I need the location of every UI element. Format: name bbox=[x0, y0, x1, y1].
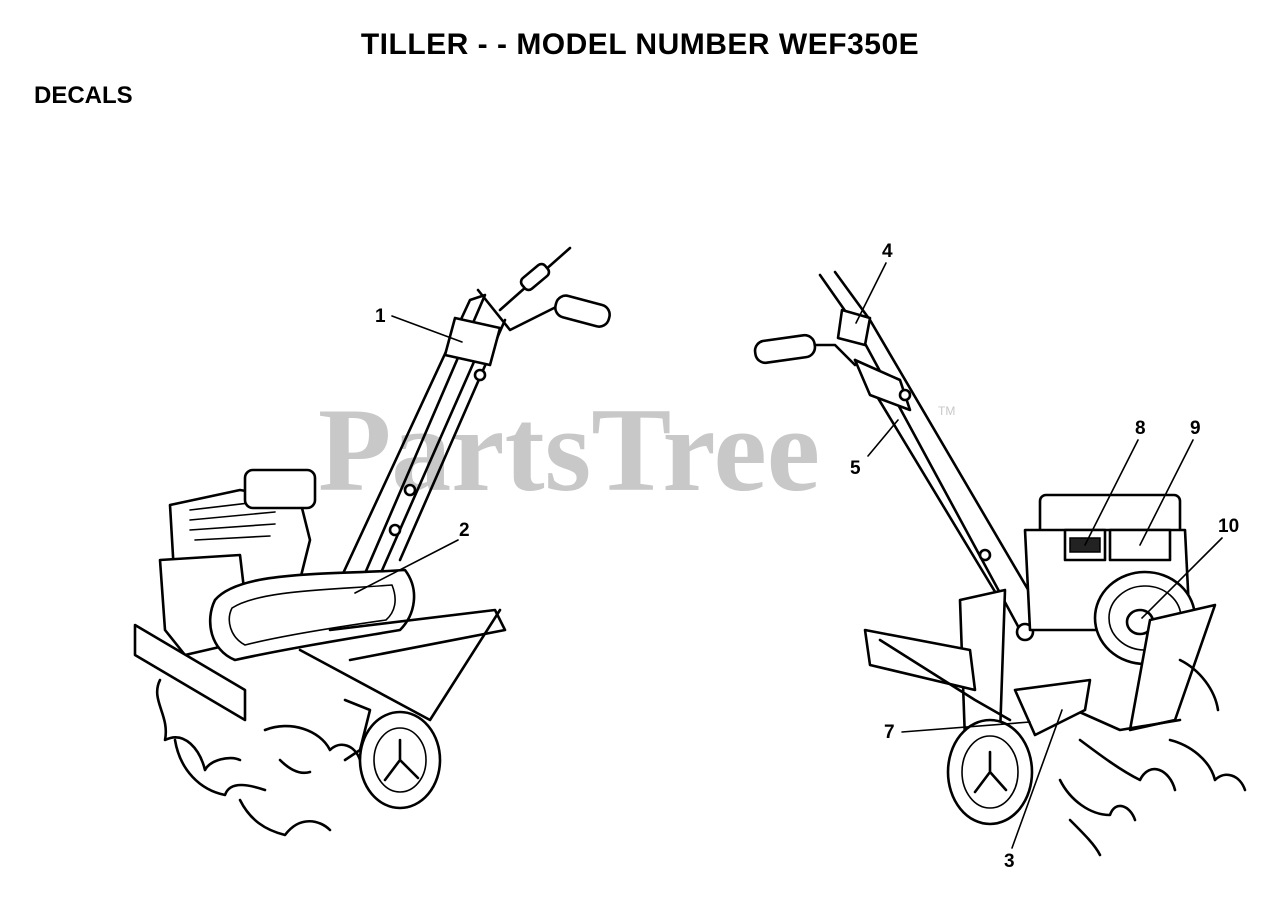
svg-text:1: 1 bbox=[375, 306, 386, 327]
callout-2: 2 bbox=[354, 520, 470, 594]
callout-1: 1 bbox=[375, 306, 463, 343]
svg-text:9: 9 bbox=[1190, 418, 1201, 439]
right-tiller-illustration bbox=[753, 270, 1247, 857]
svg-text:8: 8 bbox=[1135, 418, 1146, 439]
svg-text:2: 2 bbox=[459, 520, 470, 541]
callout-9: 9 bbox=[1139, 418, 1201, 546]
svg-text:4: 4 bbox=[882, 241, 893, 262]
watermark-trademark: TM bbox=[938, 404, 955, 418]
svg-text:7: 7 bbox=[884, 722, 895, 743]
page-title: TILLER - - MODEL NUMBER WEF350E bbox=[360, 28, 920, 61]
callout-4: 4 bbox=[855, 241, 893, 324]
section-heading: DECALS bbox=[34, 82, 133, 109]
svg-text:5: 5 bbox=[850, 458, 861, 479]
callout-8: 8 bbox=[1084, 418, 1146, 546]
left-tiller-illustration bbox=[133, 246, 611, 837]
callout-10: 10 bbox=[1141, 516, 1239, 619]
callout-3: 3 bbox=[1004, 709, 1063, 872]
watermark-text: PartsTree bbox=[318, 383, 820, 516]
callout-5: 5 bbox=[850, 419, 899, 479]
svg-text:10: 10 bbox=[1218, 516, 1239, 537]
callout-7: 7 bbox=[884, 721, 1031, 743]
svg-text:3: 3 bbox=[1004, 851, 1015, 872]
